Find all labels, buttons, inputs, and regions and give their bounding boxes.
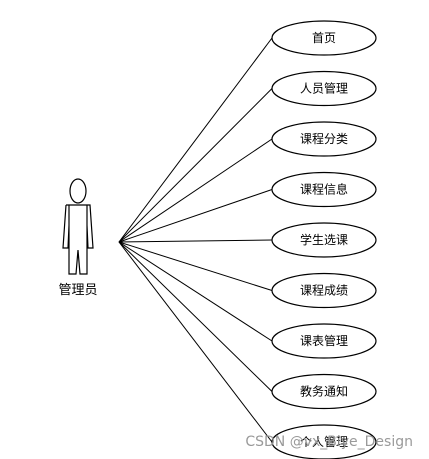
watermark: CSDN @vx_Biye_Design [245,434,413,450]
use-case-label: 个人管理 [300,434,348,449]
use-case-home: 首页 [271,20,377,56]
use-case-label: 课程信息 [300,182,348,197]
use-case-label: 学生选课 [300,232,348,247]
use-case-ellipse [271,171,377,208]
use-case-personal: 个人管理 [271,424,377,459]
use-case-label: 课程分类 [300,131,348,146]
association-line [118,138,273,243]
actor-figure [62,178,94,275]
association-line [118,241,273,342]
association-line [118,37,273,243]
use-case-notices: 教务通知 [271,373,377,410]
association-line [118,241,273,392]
use-case-ellipse [271,272,377,309]
association-line [118,241,273,443]
use-case-ellipse [271,424,377,459]
use-case-ellipse [271,222,377,258]
actor-head [69,178,87,204]
use-case-course-selection: 学生选课 [271,222,377,258]
use-case-label: 课表管理 [300,333,348,348]
actor-label: 管理员 [58,283,97,298]
use-case-ellipse [271,323,377,359]
use-case-staff: 人员管理 [271,70,377,107]
association-line [118,239,273,243]
use-case-label: 课程成绩 [300,283,348,298]
use-case-ellipse [271,70,377,107]
use-case-timetable: 课表管理 [271,323,377,359]
use-case-ellipse [271,20,377,56]
association-line [118,88,273,243]
actor-body [62,204,94,275]
association-lines [118,37,273,443]
use-case-label: 人员管理 [300,81,348,96]
use-case-label: 首页 [312,31,336,45]
use-case-course-category: 课程分类 [271,121,377,157]
use-case-course-grades: 课程成绩 [271,272,377,309]
association-line [118,189,273,243]
association-line [118,241,273,291]
use-case-label: 教务通知 [300,384,348,399]
use-case-ellipse [271,121,377,157]
use-case-ellipse [271,373,377,410]
use-case-course-info: 课程信息 [271,171,377,208]
